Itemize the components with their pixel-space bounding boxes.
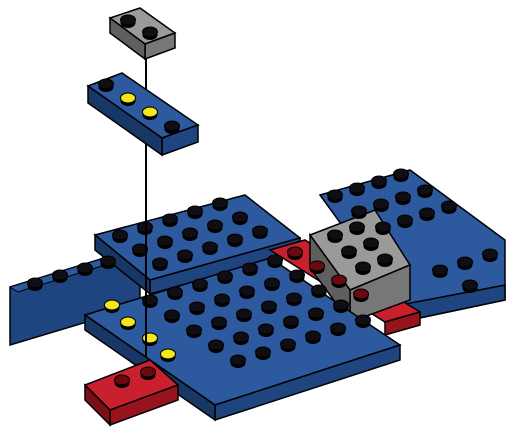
base-stud-red xyxy=(141,367,156,380)
base-stud xyxy=(213,198,228,211)
base-stud-grey xyxy=(328,230,343,243)
base-stud xyxy=(168,287,183,300)
base-stud-red xyxy=(310,261,325,274)
base-stud xyxy=(53,270,68,283)
base-stud xyxy=(376,222,391,235)
base-stud-red xyxy=(354,289,369,302)
base-stud-yellow xyxy=(161,349,176,362)
base-stud xyxy=(101,256,116,269)
base-stud xyxy=(165,310,180,323)
base-stud xyxy=(183,228,198,241)
base-stud xyxy=(240,286,255,299)
base-stud xyxy=(153,258,168,271)
base-stud xyxy=(284,316,299,329)
base-stud xyxy=(208,220,223,233)
base-stud-red xyxy=(332,275,347,288)
base-stud xyxy=(234,332,249,345)
plate-stud xyxy=(99,79,114,92)
base-stud xyxy=(374,199,389,212)
base-stud xyxy=(237,309,252,322)
base-stud xyxy=(209,340,224,353)
base-stud xyxy=(356,315,371,328)
base-stud xyxy=(163,214,178,227)
base-stud xyxy=(233,212,248,225)
base-stud xyxy=(418,185,433,198)
base-stud xyxy=(463,280,478,293)
base-stud-grey xyxy=(364,238,379,251)
base-stud xyxy=(350,183,365,196)
base-stud xyxy=(483,249,498,262)
base-stud xyxy=(78,263,93,276)
base-stud xyxy=(187,325,202,338)
base-stud xyxy=(262,301,277,314)
base-stud xyxy=(228,234,243,247)
blue-plate-1x4 xyxy=(88,73,198,155)
base-stud xyxy=(143,295,158,308)
base-stud xyxy=(190,302,205,315)
base-stud xyxy=(334,300,349,313)
base-stud xyxy=(158,236,173,249)
base-stud xyxy=(328,190,343,203)
plate-stud xyxy=(165,121,180,134)
plate-stud-yellow xyxy=(143,107,158,120)
base-stud xyxy=(309,308,324,321)
base-stud xyxy=(398,215,413,228)
base-stud xyxy=(256,347,271,360)
base-stud xyxy=(253,226,268,239)
base-stud xyxy=(352,206,367,219)
base-stud xyxy=(281,339,296,352)
base-stud xyxy=(265,278,280,291)
base-stud xyxy=(215,294,230,307)
base-stud-yellow xyxy=(143,333,158,346)
base-stud xyxy=(113,230,128,243)
base-stud xyxy=(306,331,321,344)
base-stud xyxy=(312,285,327,298)
base-stud xyxy=(218,271,233,284)
base-assembly xyxy=(10,169,505,425)
base-stud xyxy=(442,201,457,214)
base-stud-grey xyxy=(356,262,371,275)
base-stud xyxy=(331,323,346,336)
base-stud xyxy=(178,250,193,263)
base-stud xyxy=(231,355,246,368)
base-stud-red xyxy=(288,247,303,260)
base-stud xyxy=(188,206,203,219)
base-stud xyxy=(212,317,227,330)
base-stud xyxy=(394,169,409,182)
grey-plate-1x2 xyxy=(110,8,175,59)
plate-stud-yellow xyxy=(121,93,136,106)
base-stud xyxy=(396,192,411,205)
base-stud xyxy=(458,257,473,270)
base-stud xyxy=(268,255,283,268)
base-stud-grey xyxy=(342,246,357,259)
base-stud xyxy=(243,263,258,276)
grey-stud xyxy=(143,27,158,40)
base-stud xyxy=(433,265,448,278)
base-stud xyxy=(420,208,435,221)
base-stud xyxy=(203,242,218,255)
base-stud xyxy=(193,279,208,292)
base-stud-grey xyxy=(378,254,393,267)
grey-stud xyxy=(121,15,136,28)
base-stud-grey xyxy=(350,222,365,235)
base-stud xyxy=(259,324,274,337)
base-stud xyxy=(290,270,305,283)
base-stud-yellow xyxy=(105,300,120,313)
base-stud-yellow xyxy=(121,317,136,330)
base-stud xyxy=(372,176,387,189)
base-stud xyxy=(28,278,43,291)
base-stud-red xyxy=(115,375,130,388)
base-stud xyxy=(287,293,302,306)
